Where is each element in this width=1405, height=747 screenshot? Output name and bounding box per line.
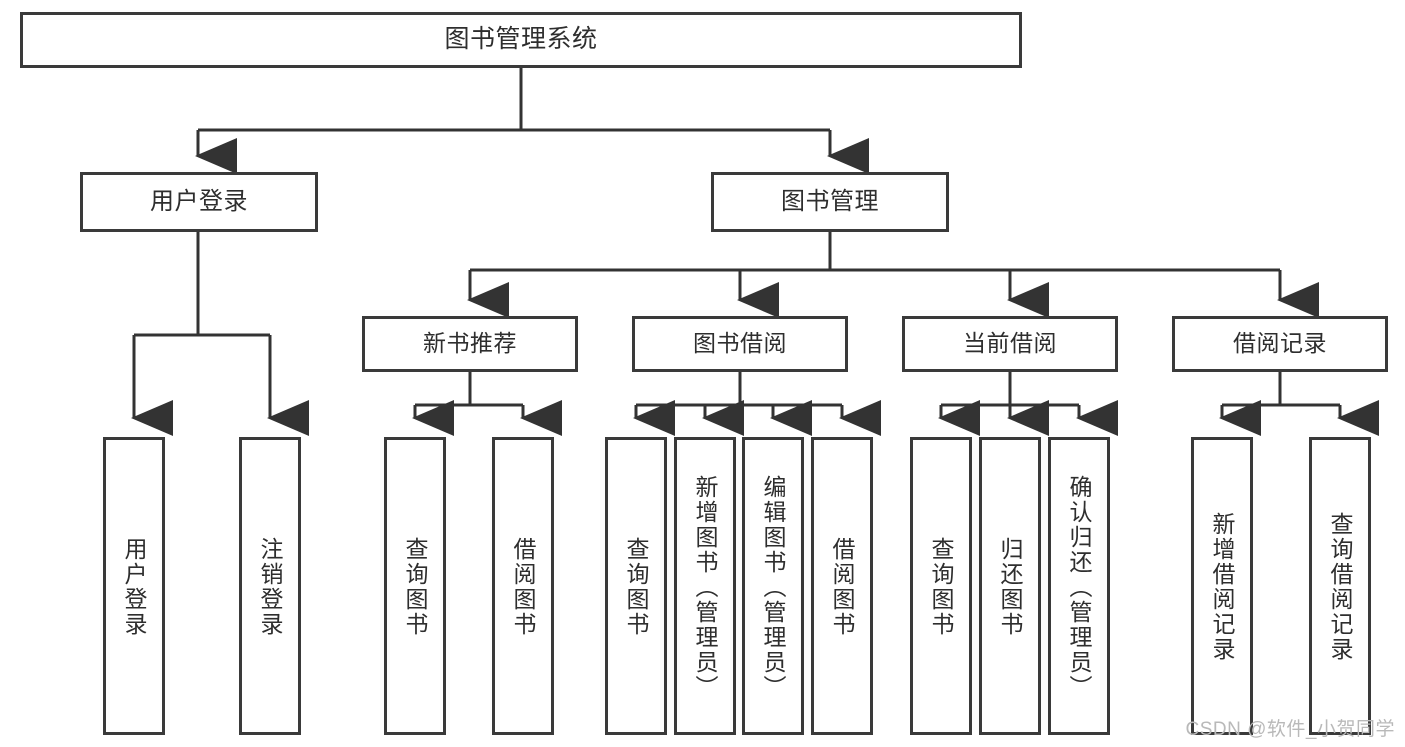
watermark: CSDN @软件_小贺同学 bbox=[1185, 719, 1395, 740]
leaf-logout[interactable]: 注销登录 bbox=[239, 437, 301, 735]
node-borrow-record[interactable]: 借阅记录 bbox=[1172, 316, 1388, 372]
leaf-confirm-return[interactable]: 确认归还（管理员） bbox=[1048, 437, 1110, 735]
leaf-query-book-1-label: 查询图书 bbox=[402, 537, 429, 637]
node-borrow-record-label: 借阅记录 bbox=[1233, 330, 1327, 357]
leaf-add-book-label: 新增图书（管理员） bbox=[692, 474, 719, 700]
leaf-borrow-book-2-label: 借阅图书 bbox=[829, 537, 856, 637]
leaf-return-book-label: 归还图书 bbox=[997, 537, 1024, 637]
leaf-edit-book[interactable]: 编辑图书（管理员） bbox=[742, 437, 804, 735]
leaf-query-book-2[interactable]: 查询图书 bbox=[605, 437, 667, 735]
leaf-borrow-book-1-label: 借阅图书 bbox=[510, 537, 537, 637]
leaf-user-login-label: 用户登录 bbox=[121, 537, 148, 637]
leaf-query-book-1[interactable]: 查询图书 bbox=[384, 437, 446, 735]
node-book-manage-label: 图书管理 bbox=[781, 187, 879, 215]
leaf-query-book-3[interactable]: 查询图书 bbox=[910, 437, 972, 735]
node-user-login[interactable]: 用户登录 bbox=[80, 172, 318, 232]
leaf-confirm-return-label: 确认归还（管理员） bbox=[1066, 474, 1093, 700]
leaf-borrow-book-2[interactable]: 借阅图书 bbox=[811, 437, 873, 735]
leaf-add-book[interactable]: 新增图书（管理员） bbox=[674, 437, 736, 735]
leaf-query-book-3-label: 查询图书 bbox=[928, 537, 955, 637]
node-book-borrow[interactable]: 图书借阅 bbox=[632, 316, 848, 372]
node-root[interactable]: 图书管理系统 bbox=[20, 12, 1022, 68]
node-current-borrow[interactable]: 当前借阅 bbox=[902, 316, 1118, 372]
leaf-user-login[interactable]: 用户登录 bbox=[103, 437, 165, 735]
node-book-borrow-label: 图书借阅 bbox=[693, 330, 787, 357]
leaf-edit-book-label: 编辑图书（管理员） bbox=[760, 474, 787, 700]
node-root-label: 图书管理系统 bbox=[444, 25, 598, 54]
leaf-logout-label: 注销登录 bbox=[257, 537, 284, 637]
node-new-book-rec-label: 新书推荐 bbox=[423, 330, 517, 357]
node-user-login-label: 用户登录 bbox=[150, 187, 248, 215]
leaf-borrow-book-1[interactable]: 借阅图书 bbox=[492, 437, 554, 735]
leaf-query-record-label: 查询借阅记录 bbox=[1327, 512, 1354, 662]
leaf-add-record[interactable]: 新增借阅记录 bbox=[1191, 437, 1253, 735]
leaf-query-book-2-label: 查询图书 bbox=[623, 537, 650, 637]
leaf-query-record[interactable]: 查询借阅记录 bbox=[1309, 437, 1371, 735]
node-book-manage[interactable]: 图书管理 bbox=[711, 172, 949, 232]
node-current-borrow-label: 当前借阅 bbox=[963, 330, 1057, 357]
node-new-book-rec[interactable]: 新书推荐 bbox=[362, 316, 578, 372]
leaf-add-record-label: 新增借阅记录 bbox=[1209, 512, 1236, 662]
leaf-return-book[interactable]: 归还图书 bbox=[979, 437, 1041, 735]
